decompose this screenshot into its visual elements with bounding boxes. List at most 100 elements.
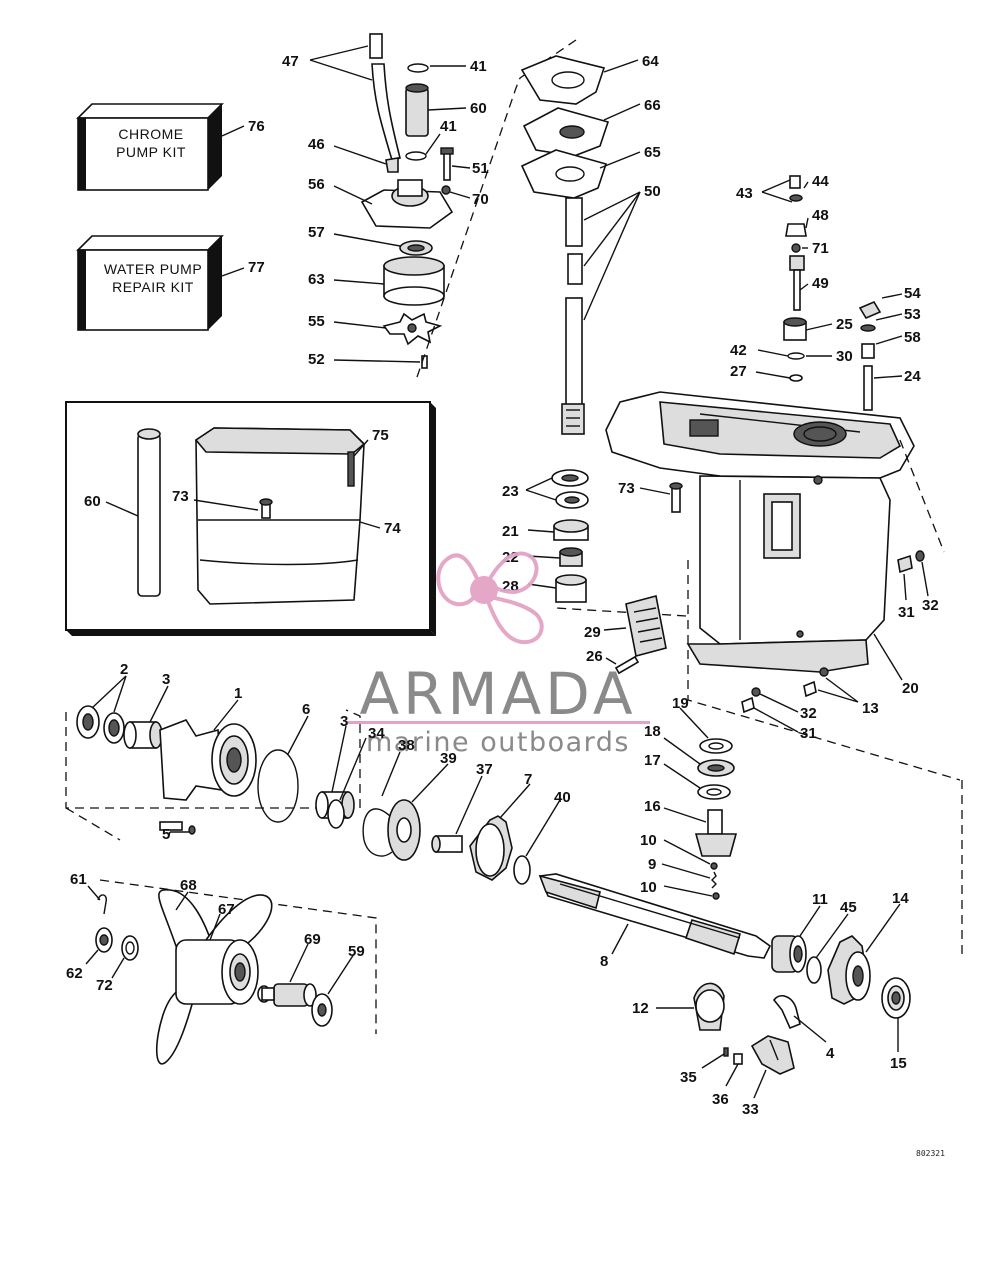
label-73b: 73 (618, 480, 635, 497)
label-51: 51 (472, 160, 489, 177)
label-4: 4 (826, 1045, 835, 1062)
label-58: 58 (904, 329, 921, 346)
label-6: 6 (302, 701, 310, 718)
label-29: 29 (584, 624, 601, 641)
label-66: 66 (644, 97, 661, 114)
label-52: 52 (308, 351, 325, 368)
label-5: 5 (162, 826, 170, 843)
label-74: 74 (384, 520, 401, 537)
label-9: 9 (648, 856, 656, 873)
label-75: 75 (372, 427, 389, 444)
label-8: 8 (600, 953, 608, 970)
label-67: 67 (218, 901, 235, 918)
watermark-tagline: marine outboards (366, 727, 630, 758)
label-61: 61 (70, 871, 87, 888)
armada-watermark: ARMADA marine outboards (346, 551, 650, 758)
label-38: 38 (398, 737, 415, 754)
label-31b: 31 (800, 725, 817, 742)
label-42: 42 (730, 342, 747, 359)
label-44: 44 (812, 173, 829, 190)
label-60a: 60 (470, 100, 487, 117)
label-19: 19 (672, 695, 689, 712)
label-11: 11 (812, 891, 828, 908)
label-23: 23 (502, 483, 519, 500)
label-32a: 32 (922, 597, 939, 614)
propeller-logo-icon (436, 551, 544, 645)
label-2: 2 (120, 661, 128, 678)
water-pump-kit-line2: REPAIR KIT (112, 279, 194, 295)
label-20: 20 (902, 680, 919, 697)
propeller-group (95, 889, 333, 1065)
chrome-pump-kit-box: CHROME PUMP KIT (76, 103, 224, 191)
pinion-stack (694, 738, 738, 900)
label-57: 57 (308, 224, 325, 241)
part-29-plate (625, 595, 667, 657)
water-pump-kit-line1: WATER PUMP (104, 261, 202, 277)
chrome-pump-kit-line1: CHROME (118, 126, 183, 142)
label-7: 7 (524, 771, 532, 788)
upper-bearings (551, 469, 589, 603)
label-30: 30 (836, 348, 853, 365)
clutch-and-gear (693, 935, 911, 1075)
label-27: 27 (730, 363, 747, 380)
label-64: 64 (642, 53, 659, 70)
label-62: 62 (66, 965, 83, 982)
bearing-housing-group (76, 705, 531, 885)
label-39: 39 (440, 750, 457, 767)
label-10a: 10 (640, 832, 657, 849)
label-53: 53 (904, 306, 921, 323)
label-76: 76 (248, 118, 265, 135)
label-65: 65 (644, 144, 661, 161)
label-72: 72 (96, 977, 113, 994)
label-41b: 41 (440, 118, 457, 135)
label-36: 36 (712, 1091, 729, 1108)
label-45: 45 (840, 899, 857, 916)
gearcase-housing (605, 391, 915, 673)
label-70: 70 (472, 191, 489, 208)
label-24: 24 (904, 368, 921, 385)
label-13: 13 (862, 700, 879, 717)
label-41a: 41 (470, 58, 487, 75)
gaskets-and-driveshaft (520, 55, 610, 435)
label-50: 50 (644, 183, 661, 200)
label-77: 77 (248, 259, 265, 276)
label-34: 34 (368, 725, 385, 742)
label-14: 14 (892, 890, 909, 907)
label-17: 17 (644, 752, 661, 769)
water-pump-repair-kit-box: WATER PUMP REPAIR KIT (76, 235, 224, 331)
propeller-shaft (538, 873, 772, 959)
label-15: 15 (890, 1055, 907, 1072)
label-3a: 3 (162, 671, 170, 688)
label-63: 63 (308, 271, 325, 288)
label-18: 18 (644, 723, 661, 740)
label-16: 16 (644, 798, 661, 815)
shift-rod-parts (783, 175, 882, 411)
label-21: 21 (502, 523, 519, 540)
label-56: 56 (308, 176, 325, 193)
label-69: 69 (304, 931, 321, 948)
label-25: 25 (836, 316, 853, 333)
label-47: 47 (282, 53, 299, 70)
label-68: 68 (180, 877, 197, 894)
label-49: 49 (812, 275, 829, 292)
label-71: 71 (812, 240, 829, 257)
label-59: 59 (348, 943, 365, 960)
label-35: 35 (680, 1069, 697, 1086)
label-1: 1 (234, 685, 242, 702)
water-pump-parts (360, 33, 454, 369)
label-43: 43 (736, 185, 753, 202)
label-33: 33 (742, 1101, 759, 1118)
label-55: 55 (308, 313, 325, 330)
label-48: 48 (812, 207, 829, 224)
label-26: 26 (586, 648, 603, 665)
label-32b: 32 (800, 705, 817, 722)
label-40: 40 (554, 789, 571, 806)
label-37: 37 (476, 761, 493, 778)
label-46: 46 (308, 136, 325, 153)
label-10b: 10 (640, 879, 657, 896)
label-3b: 3 (340, 713, 348, 730)
chrome-pump-kit-line2: PUMP KIT (116, 144, 186, 160)
label-31a: 31 (898, 604, 915, 621)
label-60b: 60 (84, 493, 101, 510)
